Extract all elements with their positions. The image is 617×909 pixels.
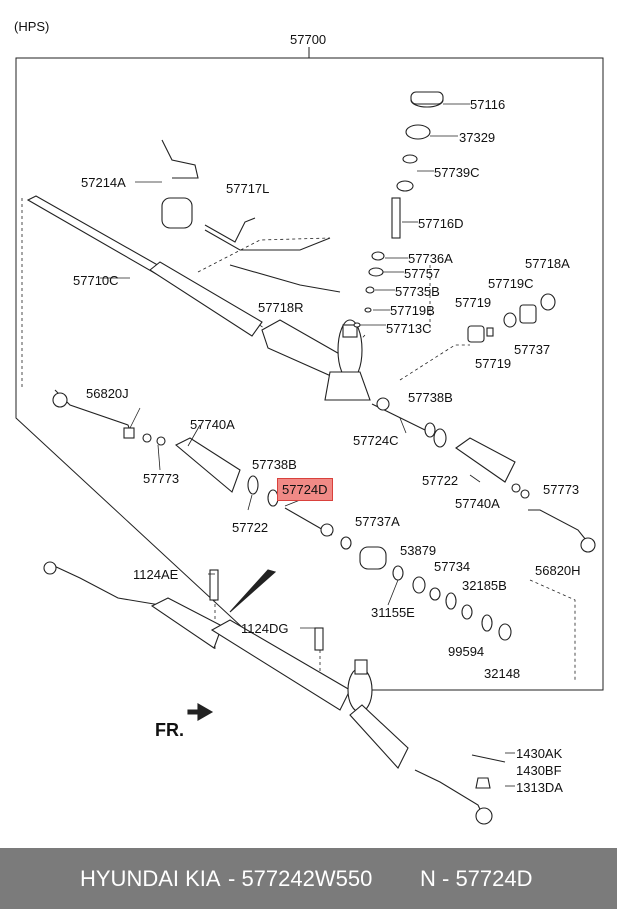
part-label-1430ak[interactable]: 1430AK xyxy=(516,746,563,761)
part-label-57713c[interactable]: 57713C xyxy=(386,321,432,336)
part-label-57724c[interactable]: 57724C xyxy=(353,433,399,448)
part-label-57739c[interactable]: 57739C xyxy=(434,165,480,180)
part-label-57716d[interactable]: 57716D xyxy=(418,216,464,231)
part-label-57214a[interactable]: 57214A xyxy=(81,175,126,190)
part-label-57116[interactable]: 57116 xyxy=(470,97,506,112)
part-label-57718a[interactable]: 57718A xyxy=(525,256,570,271)
part-label-31155e[interactable]: 31155E xyxy=(371,605,415,620)
part-label-57719-b[interactable]: 57719 xyxy=(475,356,512,371)
part-label-57757[interactable]: 57757 xyxy=(404,266,441,281)
part-label-99594[interactable]: 99594 xyxy=(448,644,485,659)
part-label-57773-left[interactable]: 57773 xyxy=(143,471,180,486)
part-label-37329[interactable]: 37329 xyxy=(459,130,496,145)
steering-gear-diagram: (HPS) 57700 57116 37329 57739C 57214A 57… xyxy=(14,19,604,825)
part-label-57710c[interactable]: 57710C xyxy=(73,273,119,288)
part-label-1124dg[interactable]: 1124DG xyxy=(241,621,289,636)
footer-part-number: - 577242W550 xyxy=(228,866,373,891)
part-label-56820j[interactable]: 56820J xyxy=(86,386,129,401)
system-label: (HPS) xyxy=(14,19,50,34)
part-label-57717l[interactable]: 57717L xyxy=(226,181,270,196)
part-label-1430bf[interactable]: 1430BF xyxy=(516,763,562,778)
part-label-57724d-highlighted[interactable]: 57724D xyxy=(277,478,333,501)
part-label-57719-a[interactable]: 57719 xyxy=(455,295,492,310)
part-label-53879[interactable]: 53879 xyxy=(400,543,437,558)
part-label-57736a[interactable]: 57736A xyxy=(408,251,453,266)
assembly-number-label: 57700 xyxy=(290,32,327,47)
part-label-57737a[interactable]: 57737A xyxy=(355,514,400,529)
part-label-32148[interactable]: 32148 xyxy=(484,666,521,681)
part-label-56820h[interactable]: 56820H xyxy=(535,563,581,578)
footer-reference: N - 57724D xyxy=(420,866,533,891)
diagram-drawing xyxy=(15,47,604,825)
part-label-57734[interactable]: 57734 xyxy=(434,559,471,574)
part-label-57722-left[interactable]: 57722 xyxy=(232,520,269,535)
part-label-57773-right[interactable]: 57773 xyxy=(543,482,580,497)
part-label-57719b[interactable]: 57719B xyxy=(390,303,435,318)
part-label-57718r[interactable]: 57718R xyxy=(258,300,304,315)
part-label-57740a-left[interactable]: 57740A xyxy=(190,417,235,432)
part-label-57737[interactable]: 57737 xyxy=(514,342,551,357)
part-info-footer: HYUNDAI KIA - 577242W550 N - 57724D xyxy=(0,848,617,909)
part-label-32185b[interactable]: 32185B xyxy=(462,578,507,593)
part-label-57738b-lower[interactable]: 57738B xyxy=(252,457,297,472)
part-label-1313da[interactable]: 1313DA xyxy=(516,780,563,795)
part-label-57719c[interactable]: 57719C xyxy=(488,276,534,291)
front-direction-label: FR. xyxy=(155,720,184,740)
part-label-57735b[interactable]: 57735B xyxy=(395,284,440,299)
part-label-57738b-upper[interactable]: 57738B xyxy=(408,390,453,405)
part-label-1124ae[interactable]: 1124AE xyxy=(133,567,179,582)
footer-brand: HYUNDAI KIA xyxy=(80,866,221,891)
part-label-57722-right[interactable]: 57722 xyxy=(422,473,459,488)
part-label-57740a-right[interactable]: 57740A xyxy=(455,496,500,511)
